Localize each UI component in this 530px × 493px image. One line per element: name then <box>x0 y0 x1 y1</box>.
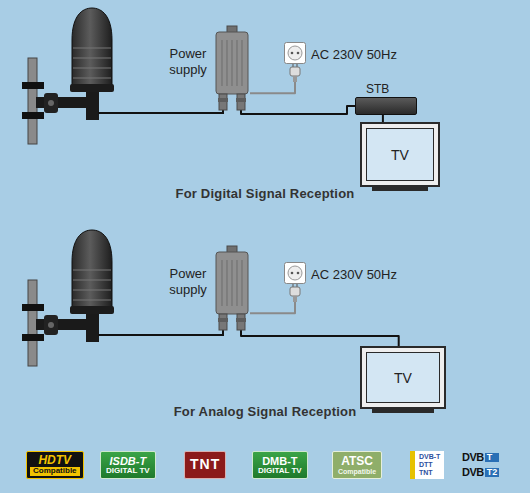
caption-heading: For Analog Signal Reception <box>0 404 530 419</box>
power-outlet: AC 230V 50Hz <box>284 262 306 302</box>
tv-stand <box>372 409 434 413</box>
antenna <box>22 8 114 144</box>
antenna-cable <box>98 330 223 335</box>
node-label: T2 <box>485 468 500 478</box>
logo-badge: DVBTDVBT2 <box>460 451 501 479</box>
node-label: Power supply <box>165 46 211 78</box>
node-label: TNT <box>190 457 220 472</box>
node-label: DMB-T <box>262 455 297 467</box>
logo-badge: ISDB-TDIGITAL TV <box>100 451 156 479</box>
power-cord <box>250 82 295 93</box>
drawing-circle <box>288 266 302 280</box>
drawing-rect <box>219 94 227 110</box>
coax-cable <box>241 106 355 114</box>
drawing-rect <box>285 263 306 284</box>
power-outlet: AC 230V 50Hz <box>284 42 306 82</box>
tv-set: TV <box>360 122 440 187</box>
node-label: TV <box>394 370 412 386</box>
logo-badge: DVB-TDTTTNT <box>410 451 444 479</box>
power-cord <box>250 302 295 313</box>
drawing-path <box>222 260 242 306</box>
node-label: DIGITAL TV <box>106 467 150 476</box>
node-label: AC 230V 50Hz <box>311 47 397 62</box>
drawing-rect <box>237 94 245 110</box>
drawing-circle <box>291 272 294 275</box>
logo-badge: HDTVCompatible <box>26 451 84 479</box>
drawing-rect <box>216 32 248 94</box>
power-supply: Power supply <box>214 26 250 110</box>
drawing-rect <box>290 287 300 296</box>
node-label: Power supply <box>165 266 211 298</box>
drawing-rect <box>236 318 246 322</box>
node-label: TNT <box>419 469 433 477</box>
power-outlet-outline <box>284 262 306 302</box>
coax-cable <box>241 330 399 346</box>
drawing-rect <box>218 318 228 322</box>
node-label: DVB-T <box>419 453 440 461</box>
power-supply-outline <box>214 246 250 330</box>
drawing-rect <box>236 98 246 102</box>
drawing-rect <box>219 314 227 330</box>
antenna <box>22 230 114 366</box>
node-label: Compatible <box>30 467 80 476</box>
logo-badge: ATSCCompatible <box>332 451 382 479</box>
node-label: DVB <box>462 466 484 478</box>
drawing-circle <box>297 272 300 275</box>
node-label: AC 230V 50Hz <box>311 267 397 282</box>
node-label: TV <box>391 147 409 163</box>
drawing-rect <box>237 314 245 330</box>
node-label: T <box>485 453 500 463</box>
drawing-circle <box>288 46 302 60</box>
tv-set: TV <box>360 346 446 409</box>
logo-badge: TNT <box>184 451 226 479</box>
logo-badge: DMB-TDIGITAL TV <box>252 451 308 479</box>
caption-heading: For Digital Signal Reception <box>0 186 530 201</box>
drawing-path <box>222 40 242 86</box>
tv-stand <box>372 187 428 191</box>
power-supply-outline <box>214 26 250 110</box>
coax-cable <box>382 115 384 122</box>
node-label: DTT <box>419 461 433 469</box>
drawing-rect <box>290 67 300 76</box>
antenna-cable <box>98 110 223 113</box>
power-outlet-outline <box>284 42 306 82</box>
node-label: DIGITAL TV <box>258 467 302 476</box>
drawing-rect <box>216 252 248 314</box>
set-top-box: STB <box>355 97 417 115</box>
node-label: DVB <box>462 451 484 463</box>
drawing-circle <box>297 52 300 55</box>
drawing-rect <box>285 43 306 64</box>
power-supply: Power supply <box>214 246 250 330</box>
drawing-rect <box>293 76 297 82</box>
node-label: ISDB-T <box>110 455 147 467</box>
drawing-rect <box>218 98 228 102</box>
node-label: STB <box>366 82 389 96</box>
drawing-circle <box>291 52 294 55</box>
drawing-rect <box>293 296 297 302</box>
node-label: HDTV <box>38 454 71 467</box>
node-label: ATSC <box>341 455 373 468</box>
node-label: Compatible <box>338 468 376 476</box>
